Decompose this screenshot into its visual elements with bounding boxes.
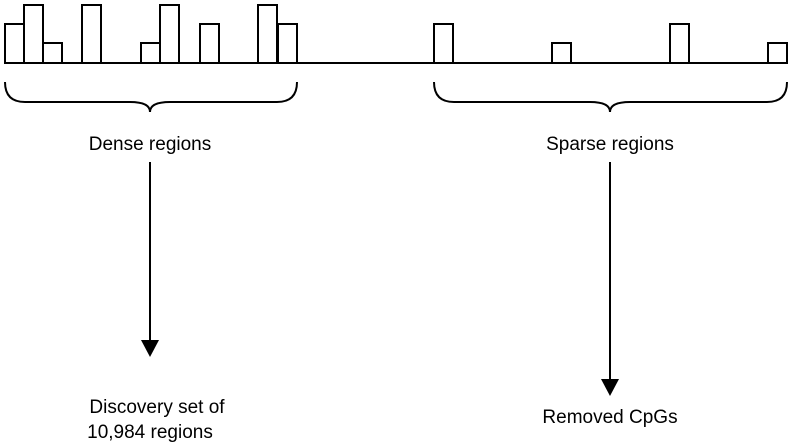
discovery-set-label-line1: Discovery set of bbox=[89, 397, 225, 418]
cpg-bar bbox=[277, 23, 298, 64]
sparse-arrowhead bbox=[601, 379, 619, 396]
cpg-bar bbox=[159, 4, 180, 64]
cpg-bar bbox=[140, 42, 161, 64]
cpg-bar bbox=[767, 42, 788, 64]
cpg-bar bbox=[257, 4, 278, 64]
discovery-set-label-line2: 10,984 regions bbox=[87, 422, 213, 443]
removed-cpgs-label: Removed CpGs bbox=[542, 407, 677, 428]
sparse-regions-label: Sparse regions bbox=[546, 134, 674, 155]
dense-cpg-bars bbox=[4, 4, 298, 64]
sparse-brace bbox=[433, 81, 788, 113]
cpg-bar bbox=[23, 4, 44, 64]
cpg-bar bbox=[551, 42, 572, 64]
dense-regions-label: Dense regions bbox=[89, 134, 212, 155]
cpg-bar bbox=[42, 42, 63, 64]
sparse-cpg-bars bbox=[433, 23, 788, 64]
dense-brace bbox=[4, 81, 298, 113]
cpg-bar bbox=[81, 4, 102, 64]
cpg-bar bbox=[433, 23, 454, 64]
cpg-bar bbox=[199, 23, 220, 64]
cpg-bar bbox=[669, 23, 690, 64]
dense-arrowhead bbox=[141, 340, 159, 357]
cpg-bar bbox=[4, 23, 25, 64]
